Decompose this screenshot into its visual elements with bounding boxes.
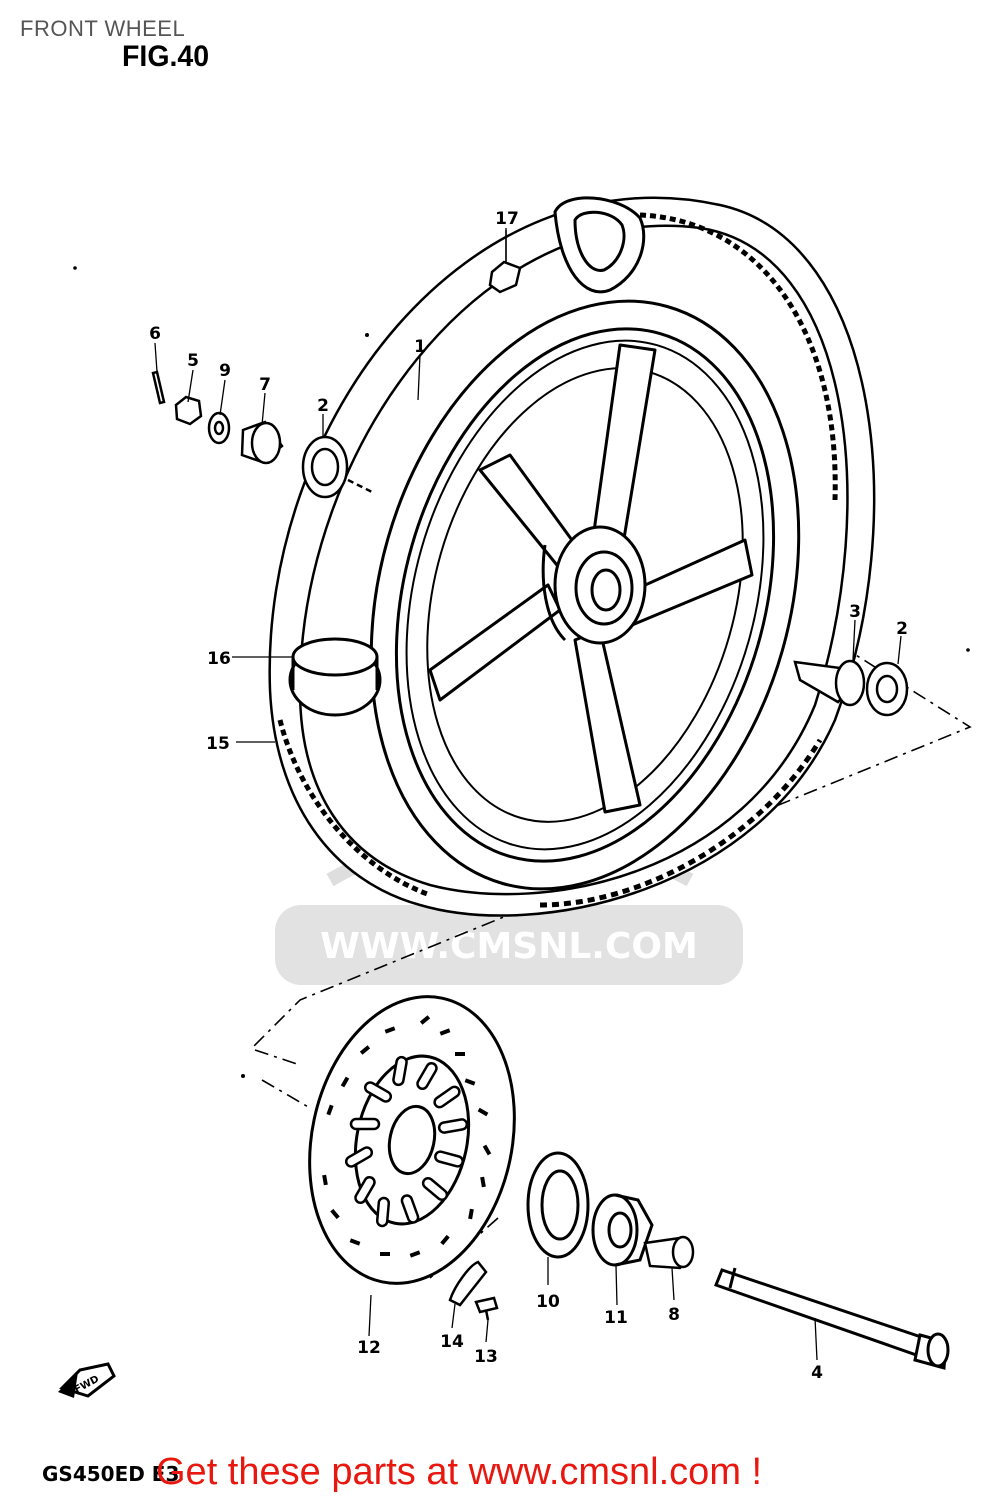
dust-seal [526,1151,590,1259]
callout-14[interactable]: 14 [440,1332,464,1352]
axle [714,1267,950,1370]
left-hub-parts [151,370,373,499]
brake-disc-holes [322,1015,492,1258]
callout-11[interactable]: 11 [604,1308,628,1328]
buy-parts-link[interactable]: Get these parts at www.cmsnl.com ! [156,1451,763,1493]
callout-17[interactable]: 17 [495,209,519,229]
lock-plate [448,1260,488,1307]
axle-nut [174,395,203,426]
callout-1[interactable]: 1 [414,337,426,357]
collar [643,1235,695,1270]
oil-seal [591,1193,654,1267]
callout-2-left[interactable]: 2 [317,396,329,416]
watermark: WWW.CMSNL.COM [275,563,743,985]
callout-12[interactable]: 12 [357,1338,381,1358]
callout-15[interactable]: 15 [206,734,230,754]
callout-5[interactable]: 5 [187,351,199,371]
scan-specks [73,266,970,1078]
callout-2-right[interactable]: 2 [896,619,908,639]
callout-3[interactable]: 3 [849,602,861,622]
wheel-hub [541,525,647,645]
right-hub-parts [793,659,909,717]
leader-lines [154,228,902,1361]
callout-10[interactable]: 10 [536,1292,560,1312]
callout-9[interactable]: 9 [219,361,231,381]
callout-16[interactable]: 16 [207,649,231,669]
figure-label: FIG.40 [122,40,210,73]
callout-4[interactable]: 4 [811,1363,823,1383]
callout-8[interactable]: 8 [668,1305,680,1325]
callout-7[interactable]: 7 [259,375,271,395]
watermark-text: WWW.CMSNL.COM [320,926,698,967]
callout-6[interactable]: 6 [149,324,161,344]
rim-section-cutaway [553,196,646,294]
part-callouts: 1 2 2 3 4 5 6 7 8 9 10 11 12 13 14 15 16… [149,209,908,1383]
watermark-banner [275,905,743,985]
disc-bolt [474,1296,499,1321]
brake-disc-slots [344,1055,469,1228]
model-code: GS450ED E3 [42,1462,180,1486]
rim-band [288,637,382,717]
forward-arrow-icon: FWD [58,1362,116,1398]
cotter-pin [151,370,166,405]
page-title: FRONT WHEEL [20,16,186,41]
callout-13[interactable]: 13 [474,1347,498,1367]
